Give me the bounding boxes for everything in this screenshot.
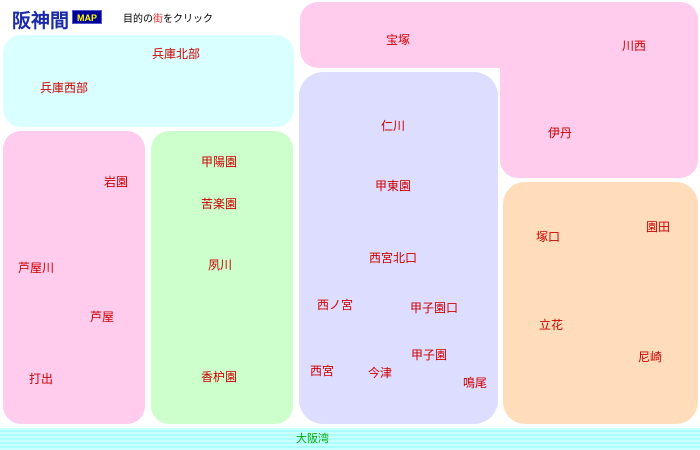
town-ashiyagawa[interactable]: 芦屋川	[18, 261, 55, 275]
town-naruo[interactable]: 鳴尾	[463, 376, 488, 390]
instruction-suffix: をクリック	[163, 14, 213, 25]
region-ashiya	[3, 131, 145, 424]
region-hyogo-north-west	[3, 35, 294, 127]
instruction-accent: 街	[153, 14, 163, 25]
sea-label: 大阪湾	[296, 432, 329, 445]
site-logo: 阪神間	[12, 10, 70, 32]
town-ashiya[interactable]: 芦屋	[90, 310, 115, 324]
town-koto-en[interactable]: 甲東園	[375, 179, 412, 193]
town-tachibana[interactable]: 立花	[539, 318, 564, 332]
region-kawanishi-itami	[500, 2, 698, 178]
town-nishinomiya-jr[interactable]: 西ノ宮	[317, 298, 354, 312]
town-koshienguchi[interactable]: 甲子園口	[410, 301, 459, 315]
town-nishinomiya-kitaguchi[interactable]: 西宮北口	[369, 251, 418, 265]
town-koroen[interactable]: 香枦園	[201, 370, 238, 384]
instruction-prefix: 目的の	[123, 14, 153, 25]
town-takarazuka[interactable]: 宝塚	[386, 33, 411, 47]
region-amagasaki	[503, 182, 698, 424]
instruction-text: 目的の街をクリック	[123, 14, 213, 26]
town-amagasaki[interactable]: 尼崎	[638, 350, 663, 364]
town-shukugawa[interactable]: 夙川	[208, 258, 233, 272]
town-itami[interactable]: 伊丹	[548, 126, 573, 140]
town-kawanishi[interactable]: 川西	[622, 39, 647, 53]
region-shukugawa	[151, 131, 293, 424]
town-kurakuen[interactable]: 苦楽園	[201, 197, 238, 211]
osaka-bay	[0, 428, 700, 450]
town-uchide[interactable]: 打出	[29, 372, 54, 386]
town-nigawa[interactable]: 仁川	[381, 119, 406, 133]
town-tsukaguchi[interactable]: 塚口	[536, 230, 561, 244]
town-koyoen[interactable]: 甲陽園	[201, 155, 238, 169]
town-imazu[interactable]: 今津	[368, 366, 393, 380]
town-koshien[interactable]: 甲子園	[411, 348, 448, 362]
region-nishinomiya	[299, 72, 498, 424]
map-badge: MAP	[72, 10, 102, 24]
town-hyogo-hokubu[interactable]: 兵庫北部	[152, 47, 201, 61]
town-sonoda[interactable]: 園田	[646, 220, 671, 234]
town-iwazono[interactable]: 岩園	[104, 175, 129, 189]
town-nishinomiya[interactable]: 西宮	[310, 364, 335, 378]
town-hyogo-seibu[interactable]: 兵庫西部	[40, 81, 89, 95]
